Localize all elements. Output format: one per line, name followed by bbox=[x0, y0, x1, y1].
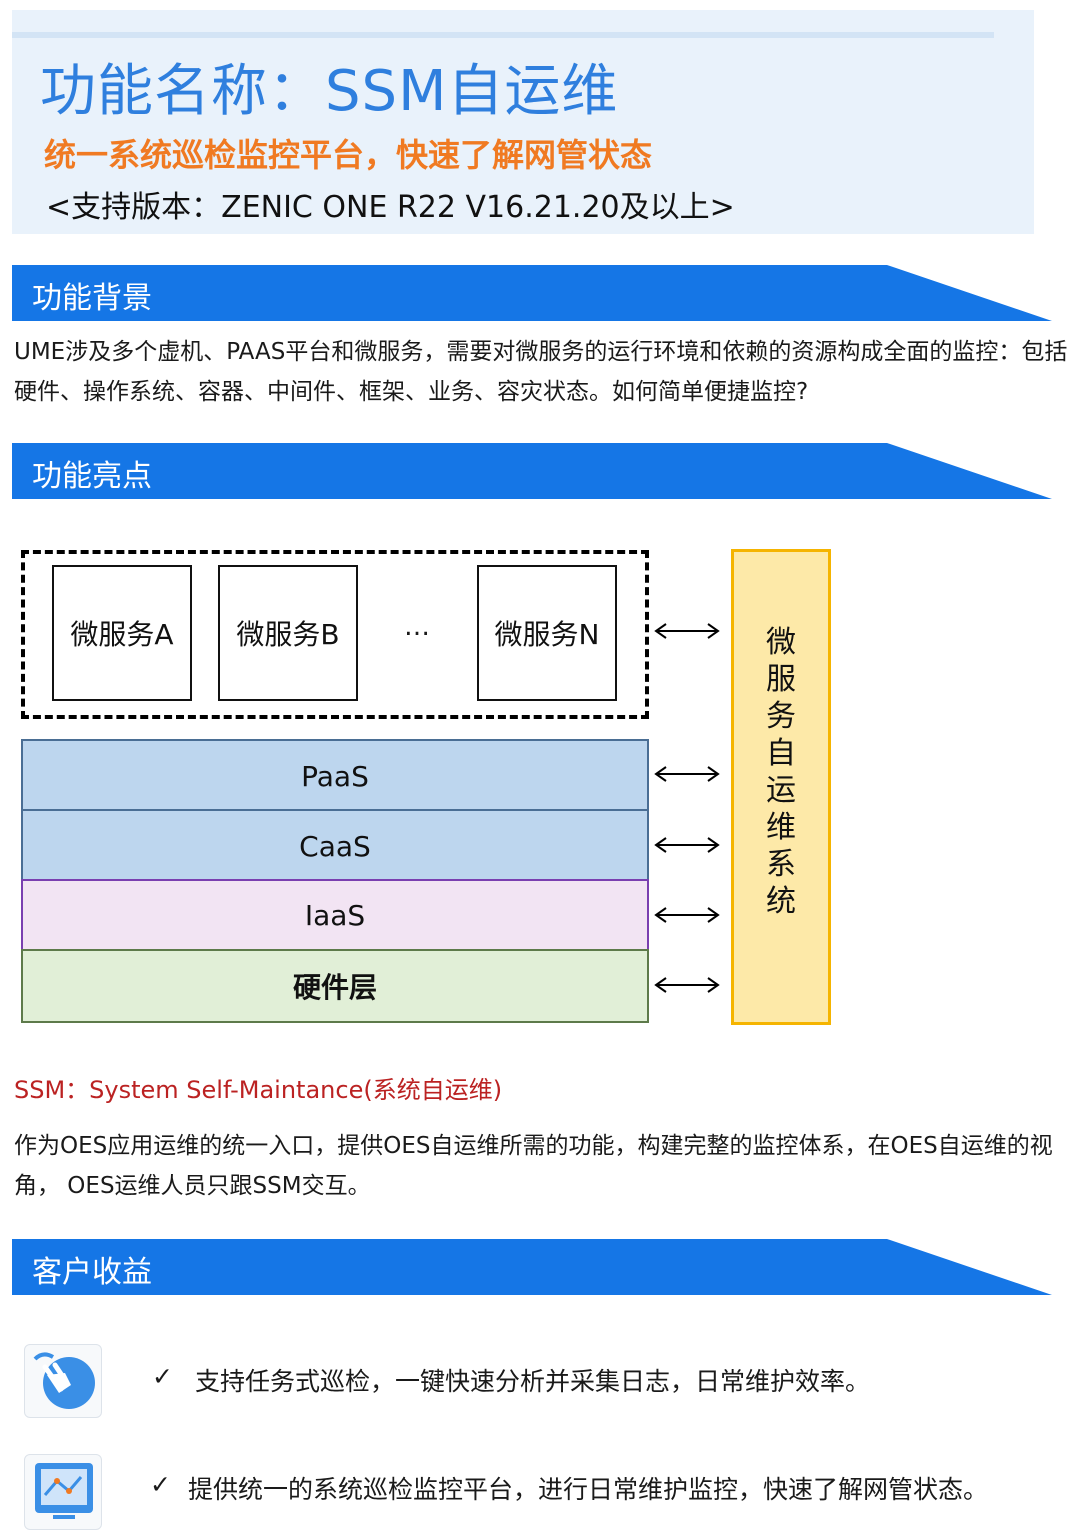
section-banner-benefits: 客户收益 bbox=[12, 1239, 1052, 1295]
ssm-system-label: 微服务自运维系统 bbox=[734, 624, 828, 920]
microservice-b-box: 微服务B bbox=[218, 565, 358, 701]
ssm-label-char: 服 bbox=[766, 662, 796, 697]
ssm-label-char: 务 bbox=[766, 699, 796, 734]
double-arrow-icon bbox=[654, 907, 720, 923]
section-title-background: 功能背景 bbox=[32, 281, 152, 316]
microservice-ellipsis: … bbox=[404, 612, 430, 642]
double-arrow-icon bbox=[654, 623, 720, 639]
ssm-definition: SSM：System Self-Maintance(系统自运维) bbox=[14, 1076, 503, 1104]
microservices-group bbox=[21, 550, 649, 719]
header-accent-line bbox=[12, 32, 994, 38]
ssm-description: 作为OES应用运维的统一入口，提供OES自运维所需的功能，构建完整的监控体系，在… bbox=[14, 1133, 1053, 1199]
header-card bbox=[12, 10, 1034, 234]
benefit-check: ✓ bbox=[150, 1470, 171, 1499]
ssm-label-char: 维 bbox=[766, 810, 796, 845]
supported-version: <支持版本：ZENIC ONE R22 V16.21.20及以上> bbox=[46, 190, 735, 225]
section-banner-highlights: 功能亮点 bbox=[12, 443, 1052, 499]
section-title-benefits: 客户收益 bbox=[32, 1255, 152, 1290]
layer-paas: PaaS bbox=[21, 739, 649, 813]
benefit-text-1: 支持任务式巡检，一键快速分析并采集日志，日常维护效率。 bbox=[195, 1367, 871, 1396]
double-arrow-icon bbox=[654, 837, 720, 853]
benefit-text-2: 提供统一的系统巡检监控平台，进行日常维护监控，快速了解网管状态。 bbox=[188, 1475, 989, 1504]
microservice-n-box: 微服务N bbox=[477, 565, 617, 701]
monitor-map-icon bbox=[24, 1454, 102, 1530]
background-text: UME涉及多个虚机、PAAS平台和微服务，需要对微服务的运行环境和依赖的资源构成… bbox=[14, 339, 1068, 405]
microservice-a-box: 微服务A bbox=[52, 565, 192, 701]
ssm-label-char: 运 bbox=[766, 773, 796, 808]
ssm-system-box: 微服务自运维系统 bbox=[731, 549, 831, 1025]
ssm-label-char: 自 bbox=[766, 736, 796, 771]
page-subtitle: 统一系统巡检监控平台，快速了解网管状态 bbox=[44, 136, 653, 174]
touch-hand-icon bbox=[24, 1344, 102, 1418]
section-banner-background: 功能背景 bbox=[12, 265, 1052, 321]
double-arrow-icon bbox=[654, 977, 720, 993]
page-title: 功能名称：SSM自运维 bbox=[40, 59, 619, 124]
layer-hardware: 硬件层 bbox=[21, 949, 649, 1023]
layer-caas: CaaS bbox=[21, 809, 649, 883]
layer-iaas: IaaS bbox=[21, 879, 649, 951]
ssm-label-char: 统 bbox=[766, 884, 796, 919]
benefit-check: ✓ bbox=[152, 1362, 173, 1391]
section-title-highlights: 功能亮点 bbox=[32, 459, 152, 494]
ssm-label-char: 微 bbox=[766, 625, 796, 660]
ssm-label-char: 系 bbox=[766, 847, 796, 882]
double-arrow-icon bbox=[654, 766, 720, 782]
